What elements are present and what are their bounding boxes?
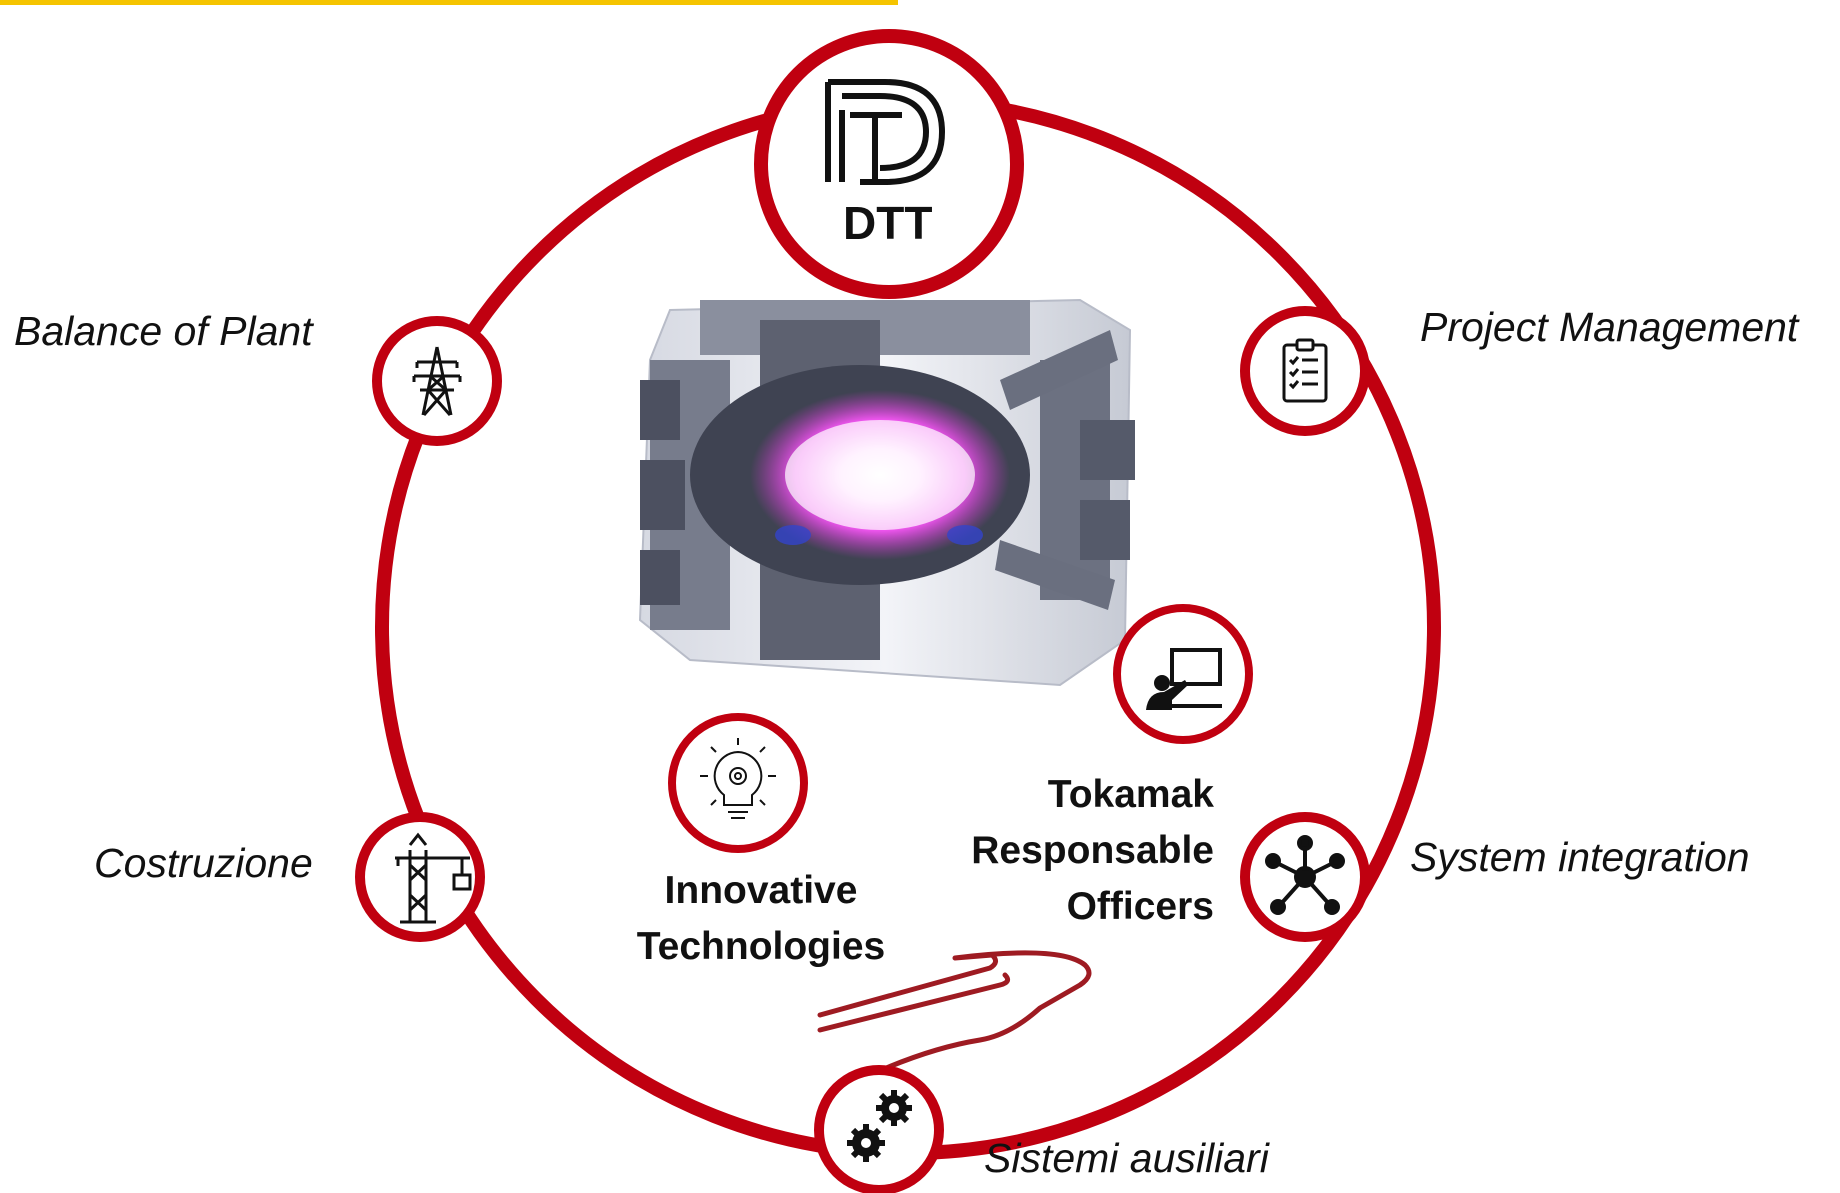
tokamak-line-2: Responsable <box>971 829 1214 872</box>
innovative-line-1: Innovative <box>664 869 858 912</box>
tokamak-line-3: Officers <box>1066 885 1214 928</box>
crane-icon <box>395 832 472 924</box>
tokamak-circle <box>1113 604 1253 744</box>
label-tokamak-officers: Tokamak Responsable Officers <box>946 767 1214 935</box>
label-sistemi-ausiliari: Sistemi ausiliari <box>984 1135 1269 1181</box>
dtt-logo-icon <box>825 79 945 185</box>
lightbulb-gear-icon <box>700 738 776 819</box>
hand-icon <box>817 950 1092 1078</box>
presentation-icon <box>1146 648 1222 710</box>
label-costruzione: Costruzione <box>94 840 313 886</box>
label-innovative-technologies: Innovative Technologies <box>616 863 906 975</box>
network-hub-icon <box>1265 835 1345 915</box>
gears-icon <box>847 1090 912 1162</box>
innovative-line-2: Technologies <box>636 925 886 968</box>
label-system-integration: System integration <box>1410 834 1750 880</box>
tokamak-image <box>638 298 1135 687</box>
costruzione-circle <box>355 812 485 942</box>
dtt-circle <box>754 29 1024 299</box>
accent-bar <box>0 0 898 5</box>
power-tower-icon <box>412 346 462 416</box>
label-balance-of-plant: Balance of Plant <box>14 308 313 354</box>
tokamak-line-1: Tokamak <box>1047 773 1214 816</box>
clipboard-checklist-icon <box>1282 338 1328 403</box>
label-dtt: DTT <box>843 197 933 249</box>
label-project-management: Project Management <box>1420 304 1799 350</box>
